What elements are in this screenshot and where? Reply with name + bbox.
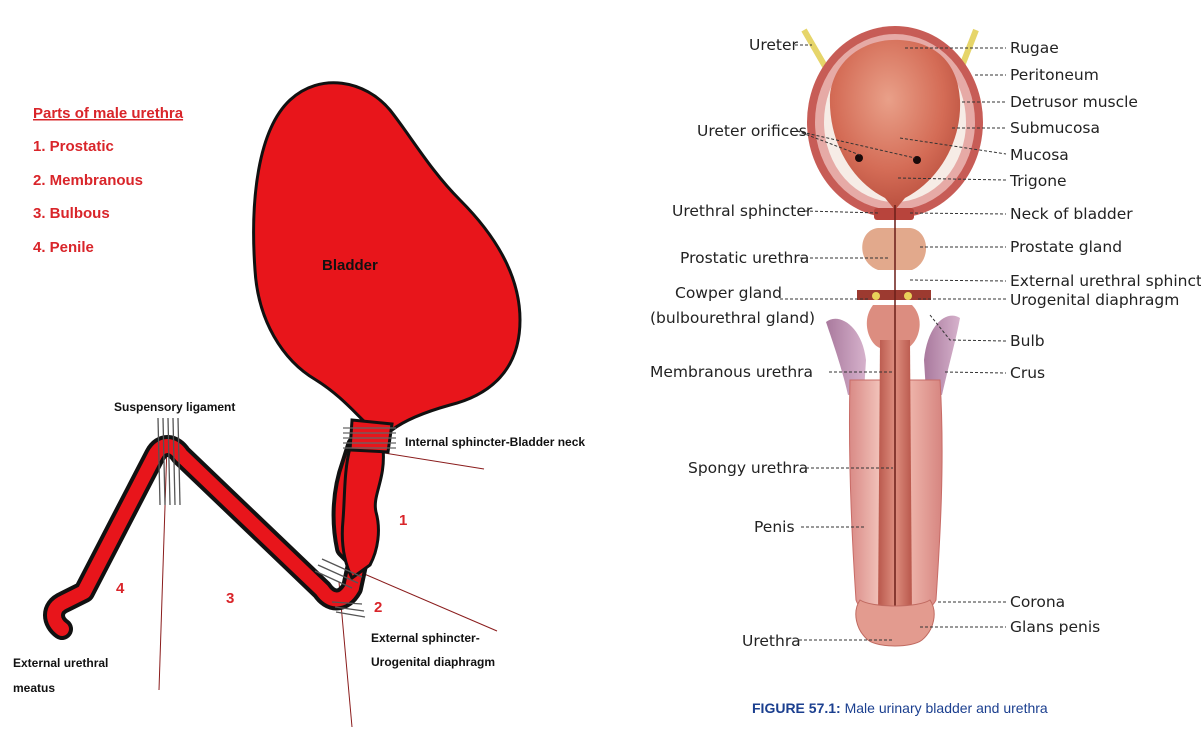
label-cowper-gland-line2: (bulbourethral gland) <box>650 309 815 327</box>
external-sphincter-label-line2: Urogenital diaphragm <box>371 655 495 669</box>
label-penis: Penis <box>754 518 795 536</box>
figure-caption: FIGURE 57.1: Male urinary bladder and ur… <box>752 700 1048 716</box>
prostatic-urethra-shape <box>342 448 383 578</box>
label-urethra: Urethra <box>742 632 801 650</box>
ureter-orifice-right <box>913 156 921 164</box>
external-sphincter-label-line1: External sphincter- <box>371 631 480 645</box>
part-penile: 4. Penile <box>33 239 94 256</box>
label-prostate-gland: Prostate gland <box>1010 238 1122 256</box>
segment-number-2: 2 <box>374 599 382 616</box>
label-crus: Crus <box>1010 364 1045 382</box>
label-peritoneum: Peritoneum <box>1010 66 1099 84</box>
prostate-gland <box>862 228 926 270</box>
cowper-gland-right <box>904 292 912 300</box>
caption-text: Male urinary bladder and urethra <box>841 700 1048 716</box>
label-urethral-sphincter: Urethral sphincter <box>672 202 813 220</box>
label-prostatic-urethra: Prostatic urethra <box>680 249 809 267</box>
urethral-sphincter <box>874 208 914 220</box>
external-meatus-label-line2: meatus <box>13 681 55 695</box>
label-rugae: Rugae <box>1010 39 1059 57</box>
label-membranous-urethra: Membranous urethra <box>650 363 813 381</box>
label-ureter: Ureter <box>749 36 799 54</box>
ureter-orifice-left <box>855 154 863 162</box>
internal-sphincter-label: Internal sphincter-Bladder neck <box>405 435 585 449</box>
caption-number: FIGURE 57.1: <box>752 700 841 716</box>
glans <box>856 600 934 646</box>
anatomical-illustration: Ureter Ureter orifices Urethral sphincte… <box>650 26 1201 716</box>
label-ureter-orifices: Ureter orifices <box>697 122 807 140</box>
label-neck-of-bladder: Neck of bladder <box>1010 205 1133 223</box>
bladder-neck <box>350 420 392 452</box>
schematic-urethra-diagram: Parts of male urethra 1. Prostatic 2. Me… <box>13 83 585 727</box>
segment-number-1: 1 <box>399 512 407 529</box>
label-trigone: Trigone <box>1009 172 1067 190</box>
part-prostatic: 1. Prostatic <box>33 138 114 155</box>
label-detrusor-muscle: Detrusor muscle <box>1010 93 1138 111</box>
label-urogenital-diaphragm: Urogenital diaphragm <box>1010 291 1179 309</box>
label-spongy-urethra: Spongy urethra <box>688 459 808 477</box>
label-mucosa: Mucosa <box>1010 146 1069 164</box>
external-meatus-label-line1: External urethral <box>13 656 108 670</box>
segment-number-3: 3 <box>226 590 234 607</box>
label-glans-penis: Glans penis <box>1010 618 1100 636</box>
suspensory-ligament-label: Suspensory ligament <box>114 400 235 414</box>
cowper-gland-left <box>872 292 880 300</box>
label-bulb: Bulb <box>1010 332 1045 350</box>
part-membranous: 2. Membranous <box>33 172 143 189</box>
label-external-urethral-sphincter: External urethral sphincter <box>1010 272 1201 290</box>
urethra-tube <box>54 446 358 629</box>
bladder-label: Bladder <box>322 257 378 274</box>
label-cowper-gland-line1: Cowper gland <box>675 284 782 302</box>
label-submucosa: Submucosa <box>1010 119 1100 137</box>
segment-number-4: 4 <box>116 580 125 597</box>
label-corona: Corona <box>1010 593 1065 611</box>
ureter-left <box>804 30 826 68</box>
bladder-shape <box>254 83 520 434</box>
part-bulbous: 3. Bulbous <box>33 205 110 222</box>
ureter-right <box>962 30 976 66</box>
parts-heading: Parts of male urethra <box>33 105 184 122</box>
